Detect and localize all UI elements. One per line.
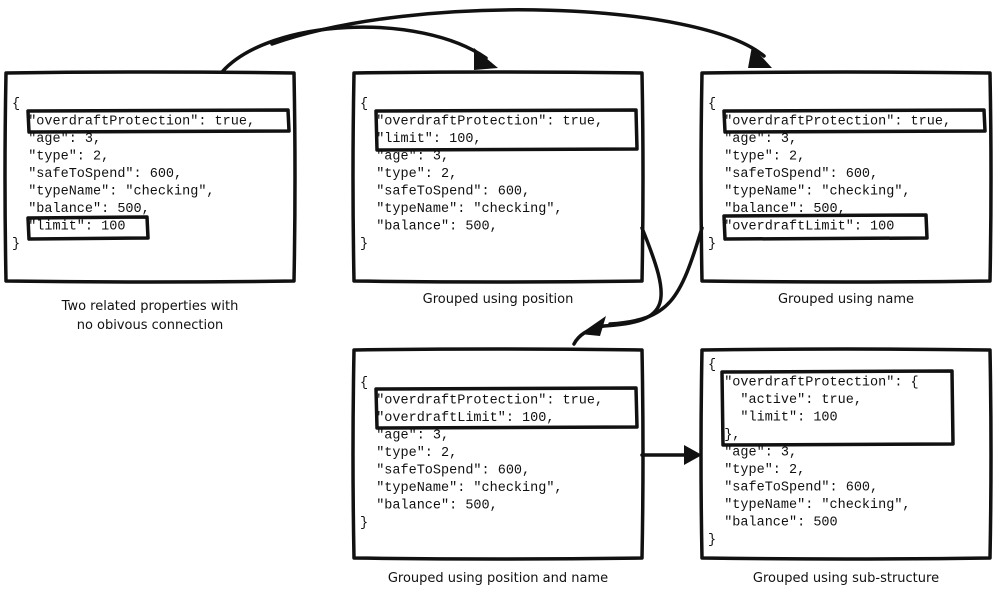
- panel-position-and-name-code: { "overdraftProtection": true, "overdraf…: [360, 376, 603, 531]
- arrow-original-to-position: [220, 25, 498, 74]
- caption-line: Grouped using position and name: [388, 571, 608, 586]
- panel-sub-structure: { "overdraftProtection": { "active": tru…: [699, 347, 993, 586]
- code-line: {: [708, 97, 716, 112]
- code-line: "typeName": "checking",: [360, 202, 563, 217]
- code-line: "overdraftProtection": {: [708, 376, 919, 391]
- highlight-limit: [26, 215, 150, 241]
- code-line: "balance": 500: [708, 516, 838, 531]
- code-line: "age": 3,: [708, 132, 797, 147]
- caption-line: no obivous connection: [77, 318, 224, 333]
- code-line: "overdraftProtection": true,: [360, 115, 603, 130]
- code-line: "safeToSpend": 600,: [360, 464, 530, 479]
- panel-position-and-name-caption: Grouped using position and name: [388, 571, 608, 586]
- code-line: "typeName": "checking",: [708, 498, 911, 513]
- caption-line: Grouped using position: [423, 292, 574, 307]
- highlight-overdraft-protection: [26, 108, 291, 134]
- code-line: "balance": 500,: [360, 499, 498, 514]
- code-line: }: [360, 237, 368, 252]
- code-line: {: [12, 97, 20, 112]
- code-line: "overdraftProtection": true,: [12, 115, 255, 130]
- code-line: "safeToSpend": 600,: [708, 481, 878, 496]
- panel-name-border: [699, 70, 993, 284]
- code-line: "balance": 500,: [708, 202, 846, 217]
- panel-sub-structure-code: { "overdraftProtection": { "active": tru…: [708, 358, 919, 548]
- highlight-sub-structure: [720, 369, 955, 447]
- code-line: }: [12, 237, 20, 252]
- panel-original-caption: Two related properties with no obivous co…: [61, 299, 239, 333]
- code-line: }: [360, 516, 368, 531]
- panel-position-caption: Grouped using position: [423, 292, 574, 307]
- code-line: {: [708, 358, 716, 373]
- code-line: "balance": 500,: [12, 202, 150, 217]
- code-line: "safeToSpend": 600,: [360, 185, 530, 200]
- code-line: "overdraftLimit": 100: [708, 220, 894, 235]
- arrow-name-to-combined: [580, 226, 704, 336]
- code-line: "type": 2,: [708, 463, 805, 478]
- panel-position-and-name-border: [351, 347, 645, 561]
- code-line: "age": 3,: [12, 132, 101, 147]
- panel-position-and-name: { "overdraftProtection": true, "overdraf…: [351, 347, 645, 586]
- code-line: "age": 3,: [708, 446, 797, 461]
- code-line: "type": 2,: [12, 150, 109, 165]
- highlight-overdraft-limit: [722, 213, 929, 241]
- highlight-grouped-pair: [374, 386, 639, 430]
- code-line: "limit": 100: [12, 220, 125, 235]
- code-line: {: [360, 97, 368, 112]
- caption-line: Grouped using sub-structure: [753, 571, 939, 586]
- panel-position-border: [351, 70, 645, 284]
- panel-sub-structure-border: [699, 347, 993, 561]
- arrow-original-to-name: [270, 8, 772, 68]
- code-line: "typeName": "checking",: [708, 185, 911, 200]
- code-line: "safeToSpend": 600,: [12, 167, 182, 182]
- panel-original-code: { "overdraftProtection": true, "age": 3,…: [12, 97, 255, 252]
- code-line: "balance": 500,: [360, 220, 498, 235]
- code-line: "typeName": "checking",: [12, 185, 215, 200]
- panel-position-code: { "overdraftProtection": true, "limit": …: [360, 97, 603, 252]
- code-line: "type": 2,: [360, 446, 457, 461]
- panel-original: { "overdraftProtection": true, "age": 3,…: [3, 70, 297, 333]
- code-line: }: [708, 533, 716, 548]
- code-line: "type": 2,: [708, 150, 805, 165]
- code-line: "limit": 100,: [360, 132, 482, 147]
- panel-name-caption: Grouped using name: [778, 292, 914, 307]
- code-line: "overdraftProtection": true,: [708, 115, 951, 130]
- caption-line: Grouped using name: [778, 292, 914, 307]
- panel-name-code: { "overdraftProtection": true, "age": 3,…: [708, 97, 951, 252]
- code-line: "overdraftLimit": 100,: [360, 411, 554, 426]
- code-line: "type": 2,: [360, 167, 457, 182]
- panel-original-border: [3, 70, 297, 284]
- code-line: }: [708, 237, 716, 252]
- code-line: "age": 3,: [360, 150, 449, 165]
- code-line: },: [708, 428, 740, 443]
- code-line: "safeToSpend": 600,: [708, 167, 878, 182]
- caption-line: Two related properties with: [61, 299, 239, 314]
- code-line: "age": 3,: [360, 429, 449, 444]
- code-line: "typeName": "checking",: [360, 481, 563, 496]
- panel-position: { "overdraftProtection": true, "limit": …: [351, 70, 645, 307]
- arrow-combined-to-sub-structure: [640, 445, 702, 465]
- code-line: "active": true,: [708, 393, 862, 408]
- highlight-grouped-pair: [374, 108, 639, 152]
- panel-name: { "overdraftProtection": true, "age": 3,…: [699, 70, 993, 307]
- code-line: "overdraftProtection": true,: [360, 394, 603, 409]
- panel-sub-structure-caption: Grouped using sub-structure: [753, 571, 939, 586]
- code-line: "limit": 100: [708, 411, 838, 426]
- code-line: {: [360, 376, 368, 391]
- highlight-overdraft-protection: [722, 108, 987, 134]
